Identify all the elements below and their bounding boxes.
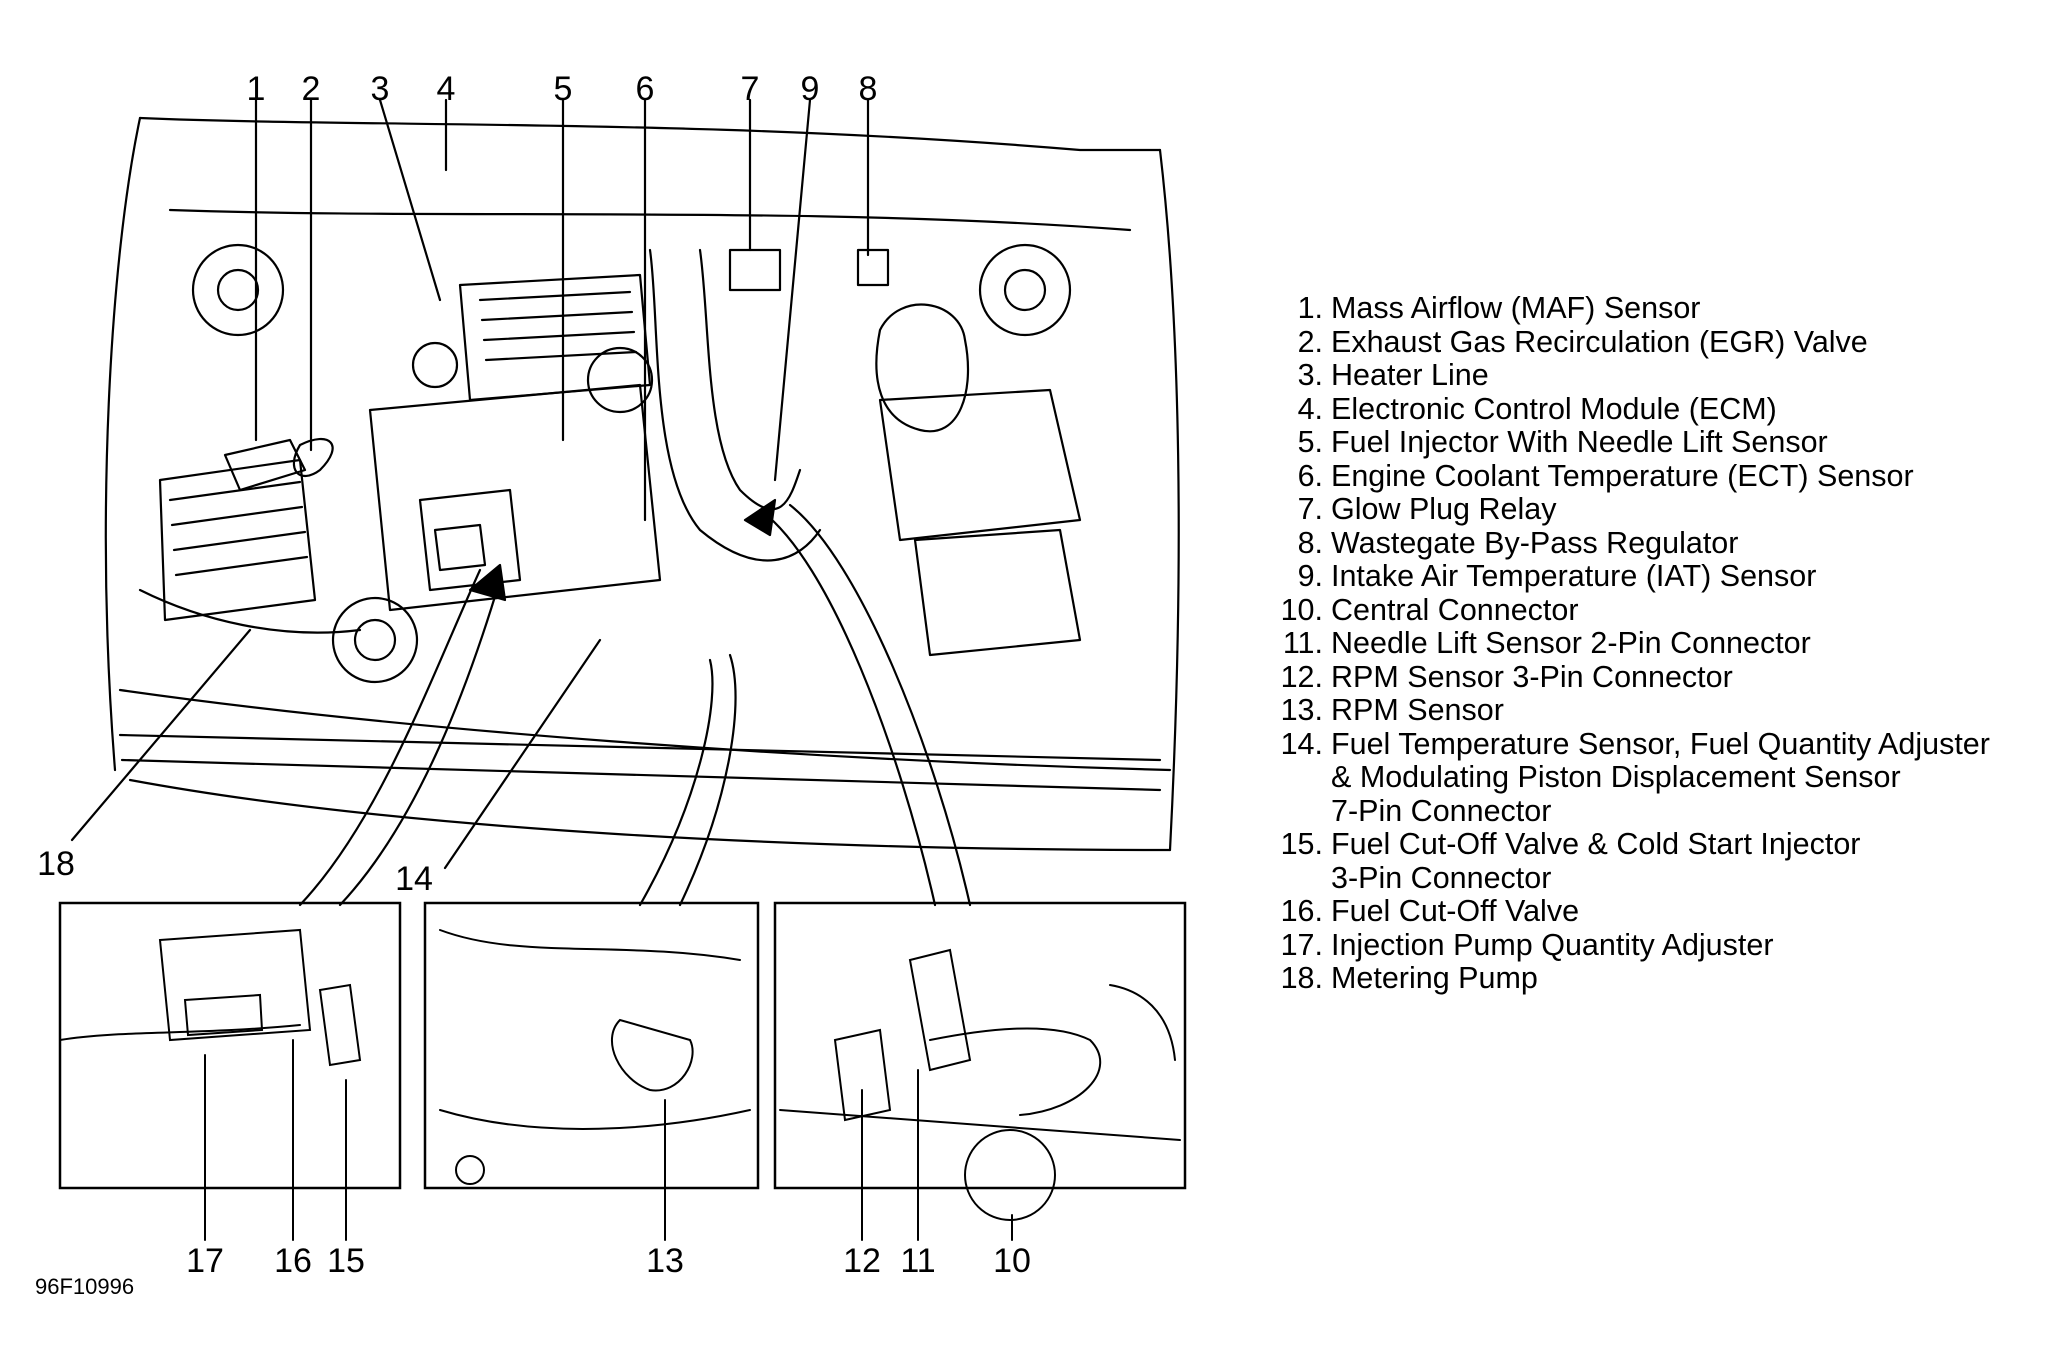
callout-14: 14 [395, 860, 433, 898]
legend-item-continuation: & Modulating Piston Displacement Sensor [1270, 760, 2060, 795]
legend-label: Glow Plug Relay [1331, 492, 1557, 526]
inset-left [58, 901, 402, 1190]
legend-item: 12.RPM Sensor 3-Pin Connector [1270, 659, 2060, 695]
inset-center [423, 901, 760, 1190]
legend-number: 4. [1297, 391, 1323, 426]
legend-item: 4.Electronic Control Module (ECM) [1270, 391, 2060, 427]
legend-number: 5. [1297, 425, 1323, 459]
legend-item-continuation: 3-Pin Connector [1270, 860, 2060, 896]
legend-number: 1. [1297, 291, 1323, 325]
legend-number: 13. [1280, 693, 1323, 727]
engine-bay-drawing [70, 98, 1180, 907]
legend-item: 15.Fuel Cut-Off Valve & Cold Start Injec… [1270, 827, 2060, 862]
legend-label: Fuel Temperature Sensor, Fuel Quantity A… [1331, 726, 1990, 761]
legend-number: 10. [1280, 592, 1323, 627]
callout-9: 9 [801, 70, 820, 108]
legend-item: 11.Needle Lift Sensor 2-Pin Connector [1270, 626, 2060, 661]
callout-6: 6 [636, 70, 655, 108]
legend-label: Heater Line [1331, 358, 1489, 392]
callout-16: 16 [274, 1242, 312, 1280]
legend-item: 18.Metering Pump [1270, 961, 2060, 996]
legend-label: Injection Pump Quantity Adjuster [1331, 927, 1774, 962]
inset-right [773, 901, 1187, 1190]
legend-item: 6.Engine Coolant Temperature (ECT) Senso… [1270, 458, 2060, 494]
legend-number: 18. [1280, 961, 1323, 995]
legend-item: 17.Injection Pump Quantity Adjuster [1270, 927, 2060, 963]
callout-15: 15 [327, 1242, 365, 1280]
legend-label: Metering Pump [1331, 961, 1538, 995]
legend-item: 5.Fuel Injector With Needle Lift Sensor [1270, 425, 2060, 460]
legend-item: 16.Fuel Cut-Off Valve [1270, 894, 2060, 929]
legend-number: 7. [1297, 492, 1323, 526]
legend-item: 1.Mass Airflow (MAF) Sensor [1270, 291, 2060, 326]
legend-number: 6. [1297, 458, 1323, 493]
legend-number: 9. [1297, 559, 1323, 593]
legend-label: Needle Lift Sensor 2-Pin Connector [1331, 626, 1811, 660]
legend-label: Exhaust Gas Recirculation (EGR) Valve [1331, 324, 1868, 359]
callout-5: 5 [554, 70, 573, 108]
callout-8: 8 [859, 70, 878, 108]
legend-label: Wastegate By-Pass Regulator [1331, 525, 1739, 560]
callout-3: 3 [371, 70, 390, 108]
bottom-callouts: 17 16 15 13 12 11 10 [186, 1242, 1031, 1280]
legend-label: RPM Sensor 3-Pin Connector [1331, 659, 1733, 694]
legend-number: 8. [1297, 525, 1323, 560]
legend-label-continuation: 3-Pin Connector [1331, 860, 1552, 895]
legend-number: 11. [1282, 626, 1323, 660]
callout-1: 1 [247, 70, 266, 108]
legend-label: Fuel Cut-Off Valve & Cold Start Injector [1331, 827, 1861, 861]
legend-item: 2.Exhaust Gas Recirculation (EGR) Valve [1270, 324, 2060, 360]
legend-label: Electronic Control Module (ECM) [1331, 391, 1777, 426]
callout-17: 17 [186, 1242, 224, 1280]
legend-label: Fuel Injector With Needle Lift Sensor [1331, 425, 1828, 459]
legend-number: 14. [1280, 726, 1323, 761]
legend-number: 12. [1280, 659, 1323, 694]
legend-label: Fuel Cut-Off Valve [1331, 894, 1580, 928]
callout-13: 13 [646, 1242, 684, 1280]
legend-item: 3.Heater Line [1270, 358, 2060, 393]
legend-item: 10.Central Connector [1270, 592, 2060, 628]
legend-number: 3. [1297, 358, 1323, 392]
callout-7: 7 [741, 70, 760, 108]
callout-4: 4 [437, 70, 456, 108]
legend-label-continuation: 7-Pin Connector [1331, 793, 1552, 828]
callout-11: 11 [900, 1242, 935, 1280]
legend-label-continuation: & Modulating Piston Displacement Sensor [1331, 760, 1901, 794]
legend-number: 15. [1280, 827, 1323, 861]
legend-item: 13.RPM Sensor [1270, 693, 2060, 728]
detail-inset-panels [58, 901, 1187, 1190]
legend-number: 2. [1297, 324, 1323, 359]
legend-number: 17. [1280, 927, 1323, 962]
legend-item-continuation: 7-Pin Connector [1270, 793, 2060, 829]
legend-label: Intake Air Temperature (IAT) Sensor [1331, 559, 1817, 593]
inset-details [59, 928, 1181, 1241]
callout-10: 10 [993, 1242, 1031, 1280]
legend-label: Central Connector [1331, 592, 1579, 627]
figure-id: 96F10996 [35, 1274, 134, 1299]
legend-item: 14.Fuel Temperature Sensor, Fuel Quantit… [1270, 726, 2060, 762]
legend-item: 9.Intake Air Temperature (IAT) Sensor [1270, 559, 2060, 594]
legend-item: 8.Wastegate By-Pass Regulator [1270, 525, 2060, 561]
legend-label: RPM Sensor [1331, 693, 1504, 727]
callout-12: 12 [843, 1242, 881, 1280]
legend-item: 7.Glow Plug Relay [1270, 492, 2060, 527]
top-callouts: 1 2 3 4 5 6 7 9 8 [247, 70, 878, 108]
legend-label: Engine Coolant Temperature (ECT) Sensor [1331, 458, 1914, 493]
legend-number: 16. [1280, 894, 1323, 928]
callout-2: 2 [302, 70, 321, 108]
legend-label: Mass Airflow (MAF) Sensor [1331, 291, 1701, 325]
callout-18: 18 [37, 845, 75, 883]
